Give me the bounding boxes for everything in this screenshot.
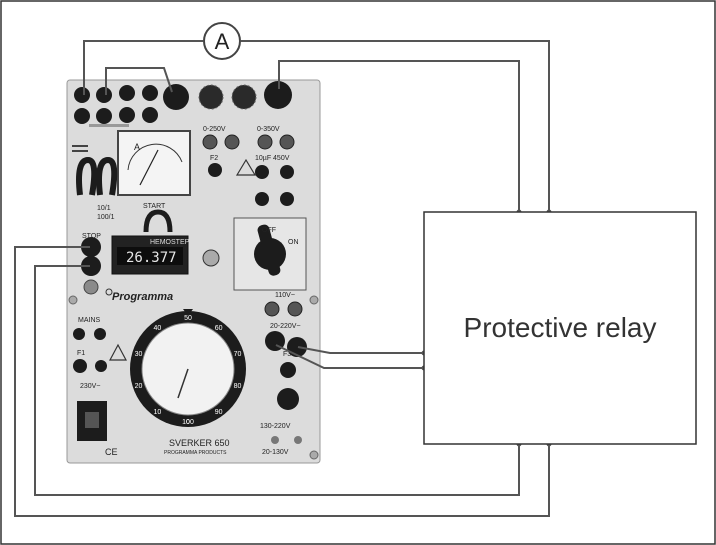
start-loop bbox=[143, 209, 173, 233]
dial-tick-label: 30 bbox=[135, 351, 143, 358]
brand-logo-icon bbox=[105, 288, 113, 296]
capacitor-sockets bbox=[255, 165, 294, 206]
start-label: START bbox=[143, 203, 166, 210]
stop-terminal-1 bbox=[81, 237, 101, 257]
voltage-range-sockets bbox=[202, 134, 295, 150]
direction-knob bbox=[202, 249, 220, 267]
terminal-block-top-left bbox=[74, 85, 158, 124]
output-110-socket-1 bbox=[264, 301, 280, 317]
fuse-f3 bbox=[280, 362, 296, 378]
input-230-label: 230V~ bbox=[80, 383, 100, 390]
wire-ammeter-out bbox=[241, 40, 550, 212]
dial-tick-label: 0 bbox=[186, 419, 190, 426]
output-220-label: 20-220V~ bbox=[270, 323, 301, 330]
dial-tick-label: 40 bbox=[154, 325, 162, 332]
wiring bbox=[14, 40, 550, 517]
fuse-f2 bbox=[208, 163, 222, 177]
range-label-0-250: 0-250V bbox=[203, 126, 226, 133]
relay-label: Protective relay bbox=[464, 312, 657, 343]
mode-switch-off: OFF bbox=[262, 227, 276, 234]
wire-aux-1 bbox=[275, 344, 424, 369]
mains-socket-1 bbox=[73, 328, 85, 340]
capacitor-label: 10µF 450V bbox=[255, 155, 290, 162]
wire-stop-1 bbox=[14, 246, 550, 517]
range-20-label: 20-130V bbox=[262, 449, 289, 456]
wire-aux-2 bbox=[297, 346, 424, 354]
model-name: SVERKER 650 bbox=[169, 438, 230, 448]
fuse-f2-label: F2 bbox=[210, 155, 218, 162]
dial-tick-label: 10 bbox=[154, 409, 162, 416]
dial-tick-label: 70 bbox=[234, 351, 242, 358]
maker-name: PROGRAMMA PRODUCTS bbox=[164, 450, 227, 456]
wire-stop-2 bbox=[34, 265, 520, 496]
ratio-label-100: 100/1 bbox=[97, 214, 115, 221]
range-130-label: 130-220V bbox=[260, 423, 291, 430]
dial-tick-label: 80 bbox=[234, 383, 242, 390]
range-knob bbox=[277, 388, 299, 410]
ratio-label-10: 10/1 bbox=[97, 205, 111, 212]
mains-label: MAINS bbox=[78, 317, 101, 324]
timer-reading: 26.377 bbox=[126, 250, 177, 266]
output-110-label: 110V~ bbox=[275, 292, 295, 299]
ce-mark: CE bbox=[105, 447, 118, 457]
dial-tick-label: 100 bbox=[182, 419, 194, 426]
warning-icon bbox=[235, 158, 257, 176]
wire-jumper bbox=[105, 67, 173, 95]
ammeter-symbol-label: A bbox=[215, 29, 230, 54]
output-110-socket-2 bbox=[287, 301, 303, 317]
ammeter-symbol: A bbox=[203, 22, 241, 60]
voltage-dial: 0 10 20 30 40 50 60 70 80 90 100 bbox=[130, 309, 246, 427]
dial-tick-label: 90 bbox=[215, 409, 223, 416]
range-label-0-350: 0-350V bbox=[257, 126, 280, 133]
digital-timer: HEMOSTEP 26.377 bbox=[111, 235, 190, 275]
binding-posts-top bbox=[163, 81, 292, 110]
stop-label: STOP bbox=[82, 233, 101, 240]
ratio-selector-loops bbox=[76, 156, 118, 196]
protective-relay: Protective relay bbox=[423, 211, 697, 445]
timer-caption: HEMOSTEP bbox=[150, 239, 190, 246]
brand-name: Programma bbox=[112, 291, 173, 303]
mode-switch-on: ON bbox=[288, 239, 299, 246]
meter-unit: A bbox=[134, 142, 140, 152]
analog-ammeter: A bbox=[117, 130, 191, 196]
test-set-panel: 0-250V 0-350V A F2 10µF 450V 10 bbox=[66, 79, 321, 464]
dial-tick-label: 50 bbox=[184, 315, 192, 322]
wire-ammeter-in bbox=[83, 40, 203, 95]
mode-switch: ON OFF bbox=[233, 217, 307, 291]
stop-terminal-2 bbox=[81, 256, 101, 276]
wire-current-return bbox=[278, 60, 520, 212]
dial-tick-label: 20 bbox=[135, 383, 143, 390]
mains-socket-2 bbox=[94, 328, 106, 340]
fuse-f3-label: F3 bbox=[283, 351, 291, 358]
dial-tick-label: 60 bbox=[215, 325, 223, 332]
fuse-f1 bbox=[73, 359, 87, 373]
fuse-f1-label: F1 bbox=[77, 350, 85, 357]
warning-icon-2 bbox=[109, 343, 127, 361]
